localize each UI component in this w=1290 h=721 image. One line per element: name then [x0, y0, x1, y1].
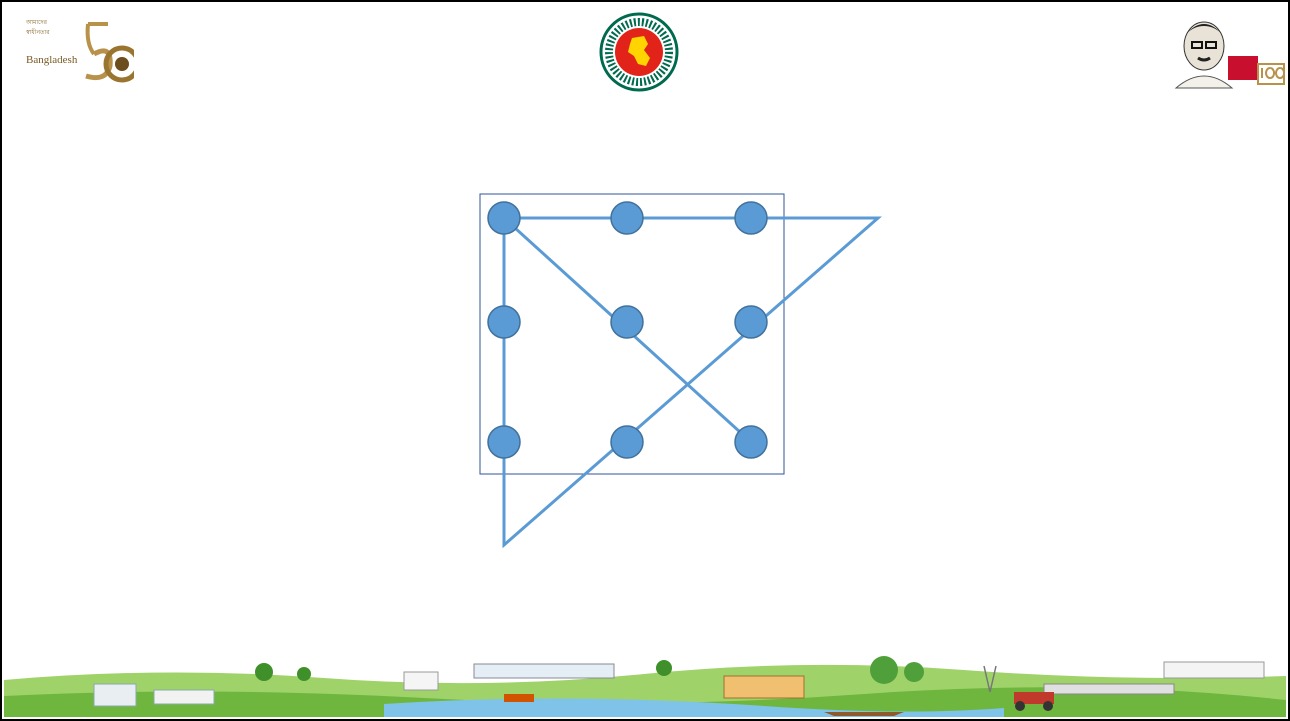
dot-1-1 — [488, 202, 520, 234]
dot-2-3 — [735, 306, 767, 338]
landscape-banner-icon — [4, 656, 1286, 717]
dot-2-1 — [488, 306, 520, 338]
dot-3-1 — [488, 426, 520, 458]
solution-path — [504, 218, 878, 545]
dot-2-2 — [611, 306, 643, 338]
dot-3-3 — [735, 426, 767, 458]
dot-3-2 — [611, 426, 643, 458]
dot-1-2 — [611, 202, 643, 234]
dot-1-3 — [735, 202, 767, 234]
